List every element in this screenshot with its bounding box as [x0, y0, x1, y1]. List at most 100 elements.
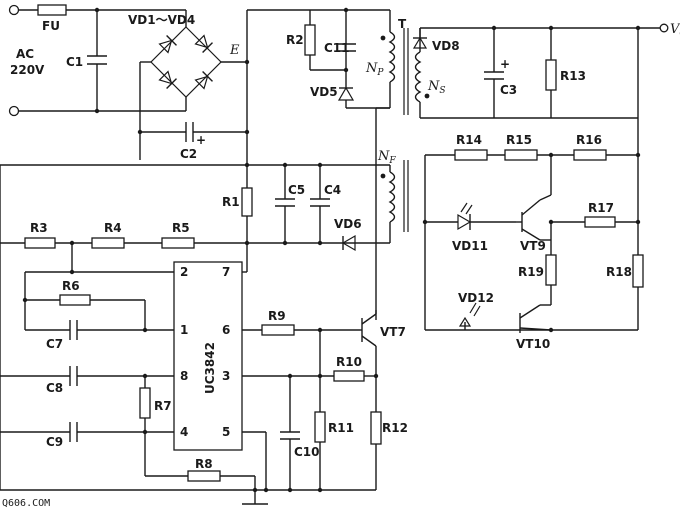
resistor-r5: [161, 237, 195, 249]
label-c3-plus: +: [500, 57, 510, 71]
pin-2: 2: [180, 265, 188, 279]
label-c2: C2: [180, 147, 197, 161]
resistor-r16: [573, 149, 607, 161]
fuse-fu: [37, 4, 67, 16]
resistor-r13: [545, 59, 557, 91]
transistor-vt7: [360, 313, 377, 347]
label-r7: R7: [154, 399, 172, 413]
label-r14: R14: [456, 133, 482, 147]
resistor-r9: [261, 324, 295, 336]
pin-7: 7: [222, 265, 230, 279]
resistor-r7: [139, 387, 151, 419]
label-vd12: VD12: [458, 291, 494, 305]
label-r2: R2: [286, 33, 304, 47]
label-r17: R17: [588, 201, 614, 215]
label-c8: C8: [46, 381, 63, 395]
diode-vd8: [412, 36, 428, 49]
label-r6: R6: [62, 279, 80, 293]
resistor-r1: [241, 187, 253, 217]
transistor-vt9: [516, 194, 552, 241]
label-nf: NF: [377, 149, 396, 166]
resistor-r6: [59, 294, 91, 306]
resistor-r17: [584, 216, 616, 228]
label-c4: C4: [324, 183, 341, 197]
label-c2-plus: +: [196, 133, 206, 147]
pin-1: 1: [180, 323, 188, 337]
resistor-r11: [314, 411, 326, 443]
label-c3: C3: [500, 83, 517, 97]
bias-section: R1 C5 C4 VD6 NF R3 R4 R5: [0, 149, 396, 300]
led-vd11: [457, 213, 472, 231]
secondary-section: VD8 NS C3 + R13 VO R14 R15 R16 VD11 VT9 …: [412, 22, 680, 351]
watermark: Q606.COM: [2, 498, 50, 509]
ac-terminal-bottom: [8, 105, 20, 117]
label-ns: NS: [427, 79, 446, 96]
label-vd8: VD8: [432, 39, 460, 53]
primary-section: R2 C11 VD5 T NP: [246, 7, 409, 320]
pin-5: 5: [222, 425, 230, 439]
resistor-r15: [504, 149, 538, 161]
label-c10: C10: [294, 445, 320, 459]
label-r16: R16: [576, 133, 602, 147]
ac-input-section: FU VD1～VD4 AC 220V C1 E C2 +: [8, 4, 250, 161]
label-r19: R19: [518, 265, 544, 279]
label-vt9: VT9: [520, 239, 546, 253]
resistor-r18: [632, 254, 644, 288]
label-c11: C11: [324, 41, 350, 55]
label-c5: C5: [288, 183, 305, 197]
label-ac-voltage: 220V: [10, 63, 45, 77]
label-vo: VO: [670, 22, 680, 39]
resistor-r19: [545, 254, 557, 286]
label-c9: C9: [46, 435, 63, 449]
winding-np: [388, 31, 396, 83]
label-ic: UC3842: [203, 342, 217, 394]
label-r13: R13: [560, 69, 586, 83]
label-vd5: VD5: [310, 85, 338, 99]
ic-uc3842: [173, 261, 243, 451]
resistor-r14: [454, 149, 488, 161]
resistor-r8: [187, 470, 221, 482]
resistor-r4: [91, 237, 125, 249]
diode-vd5: [337, 86, 355, 101]
resistor-r3: [24, 237, 56, 249]
label-vt7: VT7: [380, 325, 406, 339]
label-fu: FU: [42, 19, 60, 33]
label-r12: R12: [382, 421, 408, 435]
label-vt10: VT10: [516, 337, 550, 351]
led-vd12: [458, 316, 472, 327]
label-ac: AC: [16, 47, 34, 61]
label-r11: R11: [328, 421, 354, 435]
label-r8: R8: [195, 457, 213, 471]
resistor-r2: [304, 24, 316, 56]
transistor-vt10: [519, 304, 552, 333]
label-r18: R18: [606, 265, 632, 279]
winding-nf: [388, 171, 396, 223]
label-vd6: VD6: [334, 217, 362, 231]
resistor-r12: [370, 411, 382, 445]
pin-8: 8: [180, 369, 188, 383]
label-c7: C7: [46, 337, 63, 351]
label-r3: R3: [30, 221, 48, 235]
diode-vd6: [341, 234, 356, 252]
pin-4: 4: [180, 425, 188, 439]
label-node-e: E: [229, 43, 240, 58]
label-bridge: VD1～VD4: [128, 13, 195, 27]
label-r5: R5: [172, 221, 190, 235]
output-terminal-vo: [659, 23, 669, 33]
pin-3: 3: [222, 369, 230, 383]
label-vd11: VD11: [452, 239, 488, 253]
winding-ns: [414, 51, 422, 103]
label-np: NP: [365, 61, 384, 78]
label-t: T: [398, 17, 407, 31]
bridge-rectifier: [150, 26, 222, 98]
ac-terminal-top: [8, 4, 20, 16]
label-r9: R9: [268, 309, 286, 323]
label-r10: R10: [336, 355, 362, 369]
label-c1: C1: [66, 55, 83, 69]
pin-6: 6: [222, 323, 230, 337]
resistor-r10: [333, 370, 365, 382]
label-r4: R4: [104, 221, 122, 235]
label-r1: R1: [222, 195, 240, 209]
label-r15: R15: [506, 133, 532, 147]
